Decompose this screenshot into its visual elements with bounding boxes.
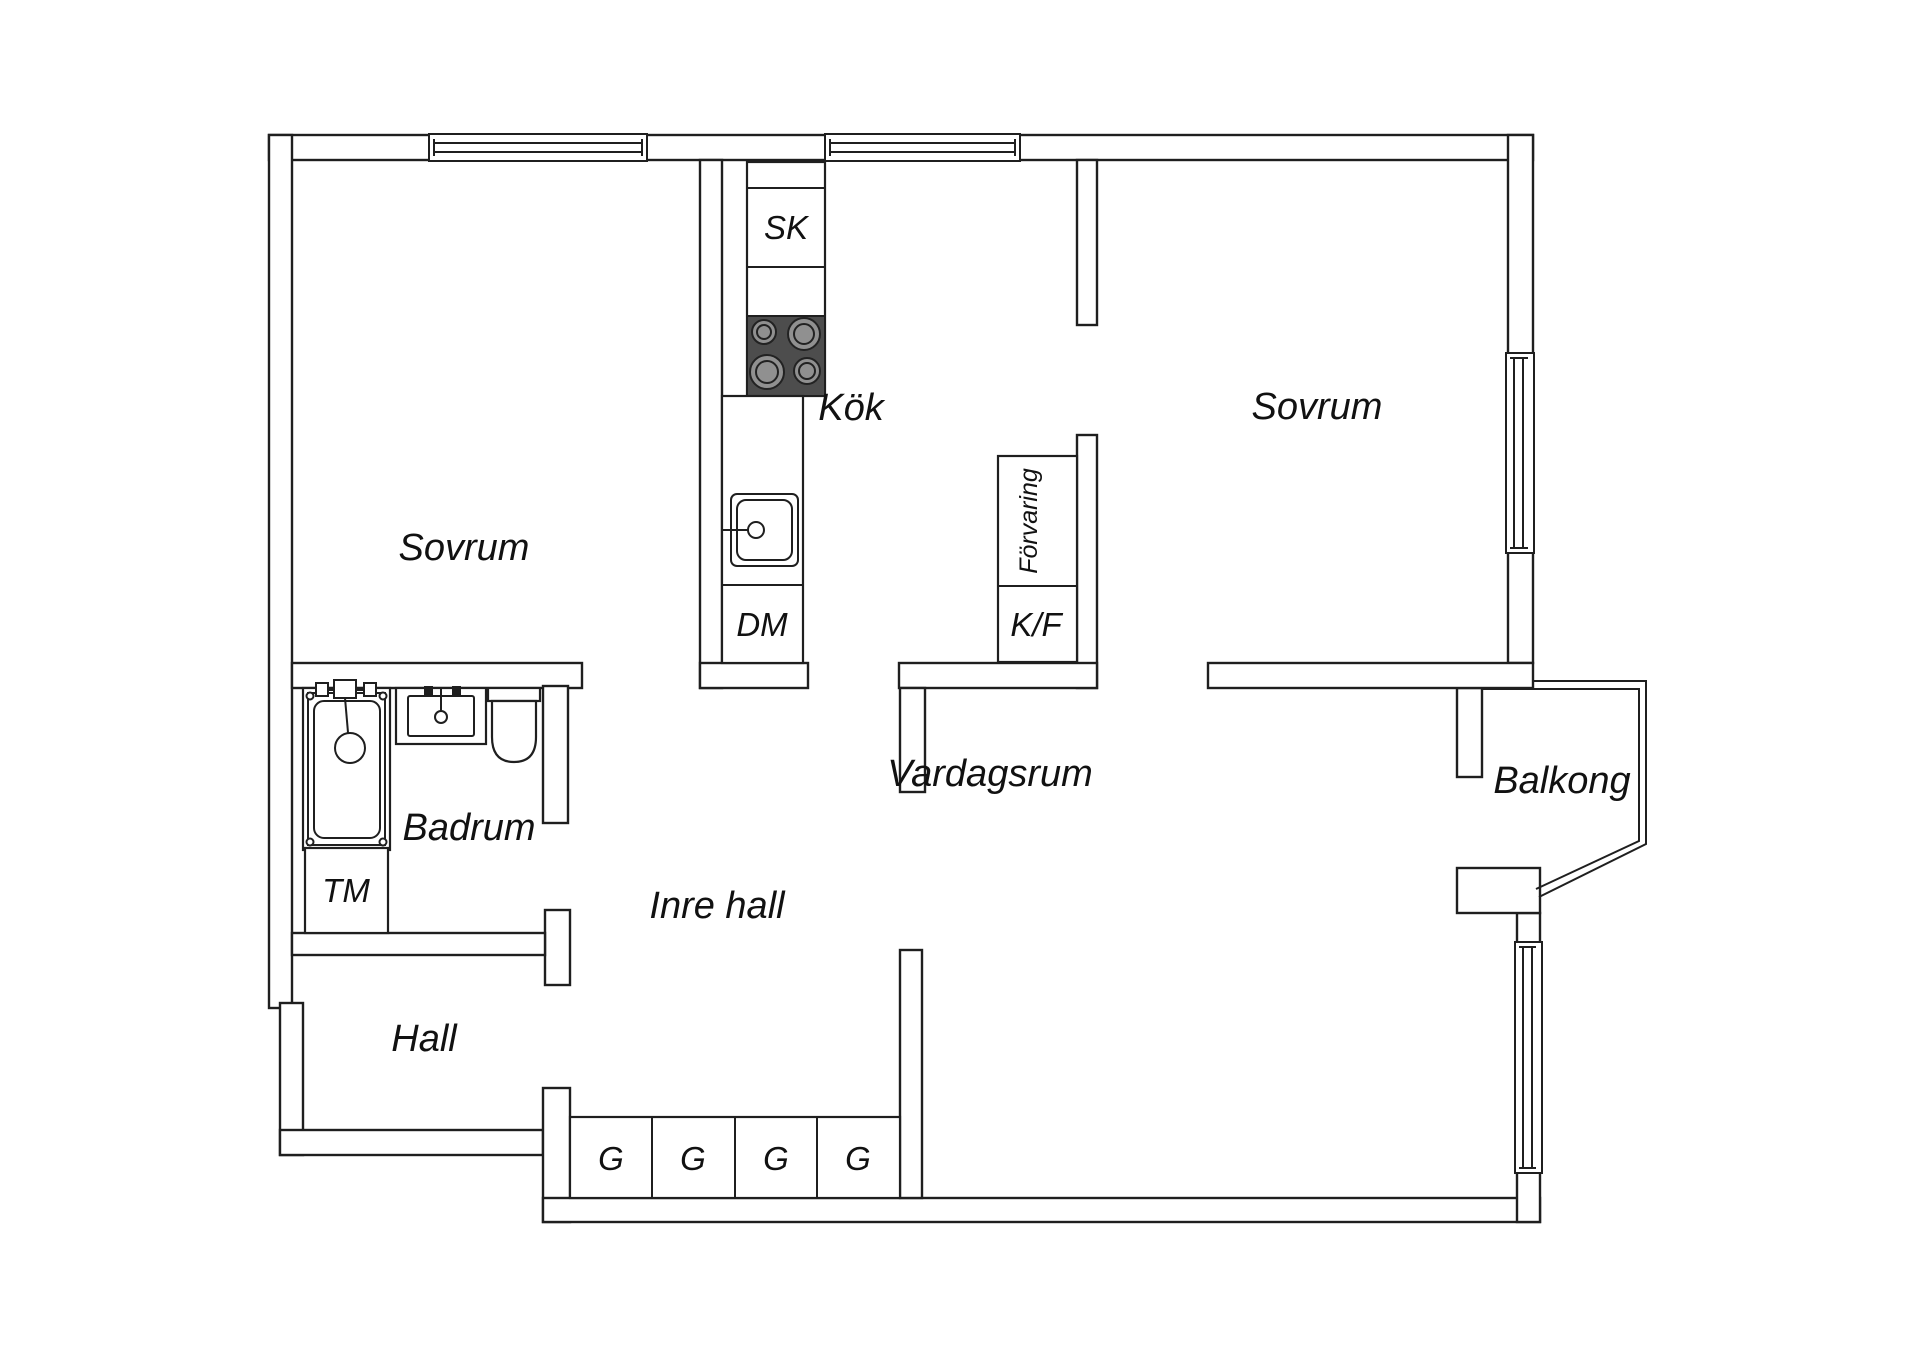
label-kf: K/F	[1010, 606, 1063, 643]
label-dm: DM	[736, 606, 788, 643]
wall-kok-bottom-left	[698, 661, 810, 690]
windows	[428, 133, 1543, 1174]
wall-balcony-door-stub	[1455, 686, 1484, 779]
washing-machine: TM	[303, 846, 390, 935]
wall-left-upper	[267, 133, 294, 1010]
window-sovrum2-right	[1505, 352, 1535, 554]
bathroom-sink	[394, 686, 488, 746]
stove-burners	[749, 317, 821, 390]
wall-badrum-bottom	[290, 931, 547, 957]
storage-unit: Förvaring K/F	[996, 454, 1079, 664]
label-forvaring: Förvaring	[1015, 468, 1043, 574]
bathroom-fixtures: TM	[301, 679, 542, 935]
label-sovrum-right: Sovrum	[1252, 386, 1383, 428]
label-badrum: Badrum	[402, 807, 535, 849]
wall-balcony-jog	[1455, 866, 1542, 915]
label-sk: SK	[764, 209, 810, 246]
bathroom-faucet	[434, 710, 448, 724]
wall-inrehall-vardagsrum	[898, 948, 924, 1200]
window-kok-top	[824, 133, 1021, 162]
label-g2: G	[680, 1140, 706, 1177]
wall-sovrum1-kok	[698, 158, 724, 690]
label-g3: G	[763, 1140, 789, 1177]
wall-kok-bottom-right	[897, 661, 1099, 690]
label-hall: Hall	[391, 1018, 458, 1060]
label-vardagsrum: Vardagsrum	[887, 753, 1093, 795]
kitchen-sink	[722, 493, 799, 567]
toilet	[486, 686, 542, 764]
wall-badrum-right	[541, 684, 570, 825]
kitchen-counter: SK DM	[720, 160, 827, 665]
wall-bottom	[541, 1196, 1542, 1224]
shower	[301, 679, 392, 852]
wall-badrum-door-stub	[543, 908, 572, 987]
label-sovrum-left: Sovrum	[399, 527, 530, 569]
label-balkong: Balkong	[1493, 760, 1630, 802]
shower-head	[334, 732, 366, 764]
wardrobes: G G G G	[568, 1115, 902, 1200]
kitchen-faucet	[747, 521, 765, 539]
window-vardagsrum-right	[1514, 941, 1543, 1174]
label-inre-hall: Inre hall	[649, 885, 786, 927]
room-labels: Sovrum Kök Sovrum Badrum Inre hall Hall …	[391, 386, 1630, 1060]
wall-kok-sovrum2-upper	[1075, 158, 1099, 327]
balcony-railing	[1482, 680, 1647, 898]
window-sovrum1-top	[428, 133, 648, 162]
label-kok: Kök	[818, 387, 885, 429]
walls	[267, 133, 1542, 1224]
shower-valve	[315, 679, 377, 699]
wall-hall-bottom	[278, 1128, 545, 1157]
wall-vardagsrum-stub-upper	[898, 686, 927, 794]
wall-sovrum2-bottom	[1206, 661, 1535, 690]
wall-kok-sovrum2-lower	[1075, 433, 1099, 690]
label-g4: G	[845, 1140, 871, 1177]
label-g1: G	[598, 1140, 624, 1177]
label-tm: TM	[322, 872, 370, 909]
